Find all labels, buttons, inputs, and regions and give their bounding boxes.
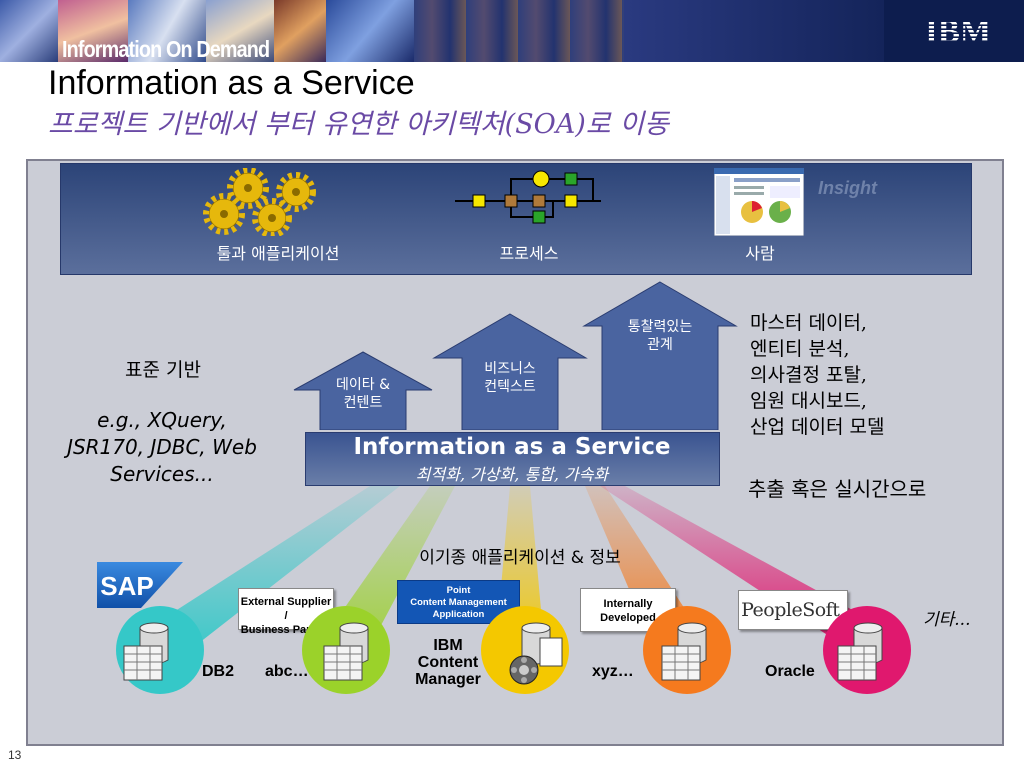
- ibm-logo: IBM: [925, 14, 991, 46]
- heterogeneous-label: 이기종 애플리케이션 & 정보: [419, 548, 621, 568]
- content-manager-icon: [509, 622, 563, 685]
- band-label-people: 사람: [745, 244, 775, 263]
- source-label-ibm-content-manager: IBM Content Manager: [410, 637, 486, 688]
- banner-photo: [58, 0, 128, 62]
- tag-line: Internally: [603, 598, 653, 610]
- banner-photo: [128, 0, 206, 62]
- tag-line: Application: [432, 609, 485, 620]
- svg-text:IBM: IBM: [925, 14, 991, 46]
- gears-icon: [203, 168, 316, 236]
- arrow-label-line2: 컨텍스트: [484, 379, 536, 395]
- banner-photo: [624, 0, 884, 62]
- arrow-label-business-context: 비즈니스 컨텍스트: [484, 360, 536, 396]
- iaas-subtitle: 최적화, 가상화, 통합, 가속화: [415, 465, 609, 484]
- tag-line: External Supplier /: [240, 596, 332, 622]
- arrow-label-line1: 데이타 &: [335, 377, 391, 393]
- band-label-process: 프로세스: [499, 244, 559, 263]
- banner-photo: [414, 0, 624, 62]
- header-banner: Information On Demand IBM: [0, 0, 1024, 62]
- list-item: 의사결정 포탈,: [750, 364, 867, 386]
- arrow-insightful-relationships: [582, 281, 738, 430]
- sap-logo: SAP: [97, 562, 183, 608]
- source-label-abc: abc…: [265, 663, 309, 680]
- label-line: Content: [417, 654, 479, 671]
- dashboard-screen-icon: [714, 168, 804, 236]
- arrow-label-data-content: 데이타 & 컨텐트: [336, 376, 390, 412]
- arrow-label-line1: 비즈니스: [484, 361, 536, 377]
- standards-heading: 표준 기반: [125, 359, 201, 381]
- page-title: Information as a Service: [48, 64, 415, 102]
- extract-text: 추출 혹은 실시간으로: [748, 477, 927, 501]
- list-item: 산업 데이터 모델: [750, 416, 885, 438]
- banner-photo: [326, 0, 414, 62]
- iaas-box: [305, 432, 720, 486]
- page-subtitle: 프로젝트 기반에서 부터 유연한 아키텍처(SOA)로 이동: [48, 109, 669, 140]
- source-label-etc: 기타...: [923, 610, 971, 630]
- process-flow-icon: [455, 170, 601, 224]
- banner-photo: [206, 0, 274, 62]
- arrow-label-line1: 통찰력있는: [627, 319, 693, 335]
- insight-watermark: Insight: [818, 178, 877, 198]
- source-label-oracle: Oracle: [765, 663, 815, 680]
- tag-line: Content Management: [410, 597, 507, 608]
- band-label-tools: 툴과 애플리케이션: [216, 244, 340, 263]
- svg-text:SAP: SAP: [100, 571, 153, 601]
- standards-line: e.g., XQuery,: [97, 408, 227, 432]
- source-label-db2: DB2: [202, 663, 235, 680]
- source-label-xyz: xyz…: [592, 663, 634, 680]
- tag-line: Developed: [600, 612, 656, 624]
- database-icon: [323, 622, 369, 681]
- list-item: 임원 대시보드,: [750, 390, 867, 412]
- tag-line: Point: [446, 585, 471, 596]
- banner-photo: [274, 0, 326, 62]
- list-item: 마스터 데이터,: [750, 312, 867, 334]
- page-number: 13: [8, 748, 22, 762]
- arrow-data-content: [293, 351, 433, 430]
- label-line: IBM: [433, 637, 463, 654]
- standards-line: JSR170, JDBC, Web: [67, 435, 257, 459]
- label-line: Manager: [415, 671, 481, 688]
- banner-title: Information On Demand: [62, 36, 270, 62]
- standards-examples: e.g., XQuery, JSR170, JDBC, Web Services…: [37, 407, 287, 488]
- arrow-label-line2: 관계: [647, 337, 673, 353]
- arrow-business-context: [432, 313, 588, 430]
- arrow-label-line2: 컨텐트: [343, 395, 383, 411]
- database-icon: [837, 622, 883, 681]
- database-icon: [661, 622, 707, 681]
- beam-db2: [130, 486, 400, 650]
- iaas-title: Information as a Service: [353, 434, 671, 460]
- arrow-label-insightful-relationships: 통찰력있는 관계: [628, 318, 692, 354]
- peoplesoft-logo: PeopleSoft.: [738, 590, 848, 630]
- capability-list: 마스터 데이터, 엔티티 분석, 의사결정 포탈, 임원 대시보드, 산업 데이…: [750, 310, 884, 440]
- banner-photo: [0, 0, 58, 62]
- list-item: 엔티티 분석,: [750, 338, 850, 360]
- database-icon: [123, 622, 169, 681]
- standards-line: Services...: [110, 462, 214, 486]
